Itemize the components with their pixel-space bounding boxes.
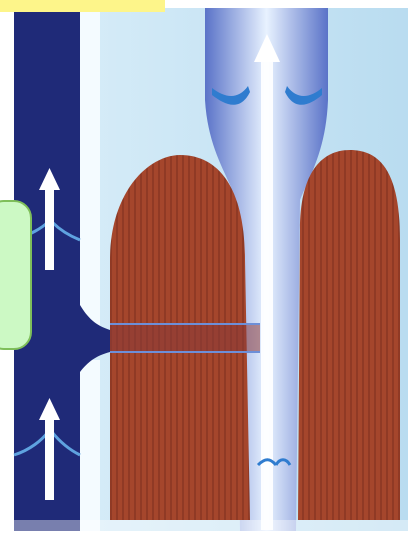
highlight-band: [0, 0, 165, 12]
compression-band: [110, 324, 260, 352]
bottom-edge: [0, 520, 415, 531]
callout-box: [0, 200, 32, 350]
tissue-gap-top: [78, 8, 100, 338]
tissue-gap-bottom: [78, 360, 100, 531]
right-muscle: [298, 150, 400, 520]
